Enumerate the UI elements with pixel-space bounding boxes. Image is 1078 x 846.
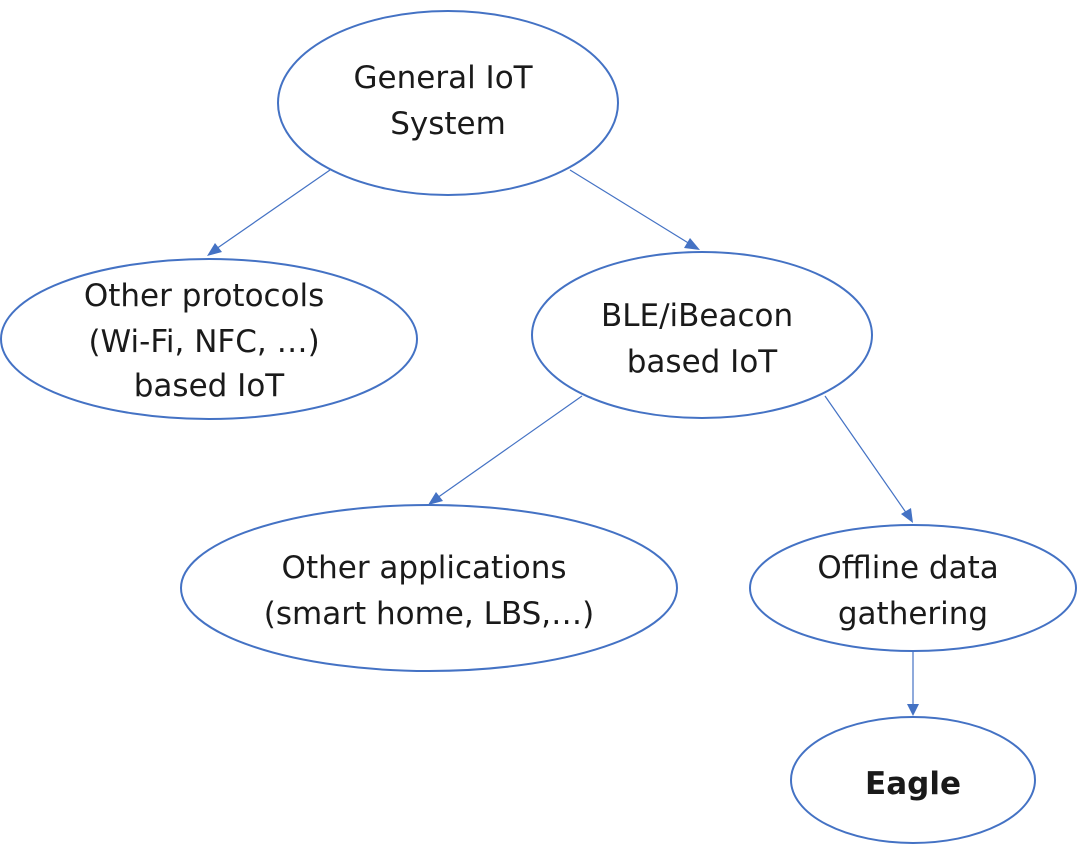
node-ellipse [180, 504, 678, 672]
node-label-line: Eagle [865, 766, 961, 802]
edge-general-to-other-protocols [215, 169, 331, 250]
node-label-line: Offline data [817, 550, 998, 586]
node-other-protocols: Other protocols (Wi-Fi, NFC, …) based Io… [0, 258, 418, 420]
node-label: Eagle [865, 766, 961, 802]
node-label-line: (smart home, LBS,…) [264, 596, 594, 632]
node-label-line: Other protocols [84, 278, 324, 314]
node-ble-ibeacon: BLE/iBeacon based IoT [531, 251, 873, 419]
arrowhead-offline [901, 508, 913, 523]
node-label: Offline data gathering [817, 550, 1008, 632]
node-ellipse [531, 251, 873, 419]
node-general-iot-system: General IoT System [277, 10, 619, 196]
node-label: General IoT System [354, 60, 543, 142]
node-label: BLE/iBeacon based IoT [601, 298, 803, 380]
node-eagle: Eagle [790, 716, 1036, 844]
node-ellipse [749, 524, 1077, 652]
arrowhead-other-apps [428, 492, 443, 505]
node-label: Other protocols (Wi-Fi, NFC, …) based Io… [84, 278, 334, 404]
node-label-line: based IoT [134, 368, 286, 404]
node-label-line: gathering [838, 596, 988, 632]
node-other-applications: Other applications (smart home, LBS,…) [180, 504, 678, 672]
node-ellipse [790, 716, 1036, 844]
node-ellipse [277, 10, 619, 196]
edge-ble-to-other-apps [436, 395, 583, 499]
node-label-line: General IoT [354, 60, 534, 96]
node-label-line: (Wi-Fi, NFC, …) [88, 324, 319, 360]
node-label-line: BLE/iBeacon [601, 298, 793, 334]
node-label-line: based IoT [627, 344, 779, 380]
node-label: Other applications (smart home, LBS,…) [264, 550, 594, 632]
node-offline-data-gathering: Offline data gathering [749, 524, 1077, 652]
edge-ble-to-offline [824, 395, 908, 515]
arrowhead-other-protocols [207, 243, 222, 256]
node-label-line: System [390, 106, 506, 142]
edges [207, 169, 919, 716]
node-label-line: Other applications [282, 550, 567, 586]
arrowhead-ble [684, 238, 700, 250]
node-ellipse [0, 258, 418, 420]
arrowhead-eagle [907, 704, 919, 716]
edge-general-to-ble [569, 169, 691, 245]
